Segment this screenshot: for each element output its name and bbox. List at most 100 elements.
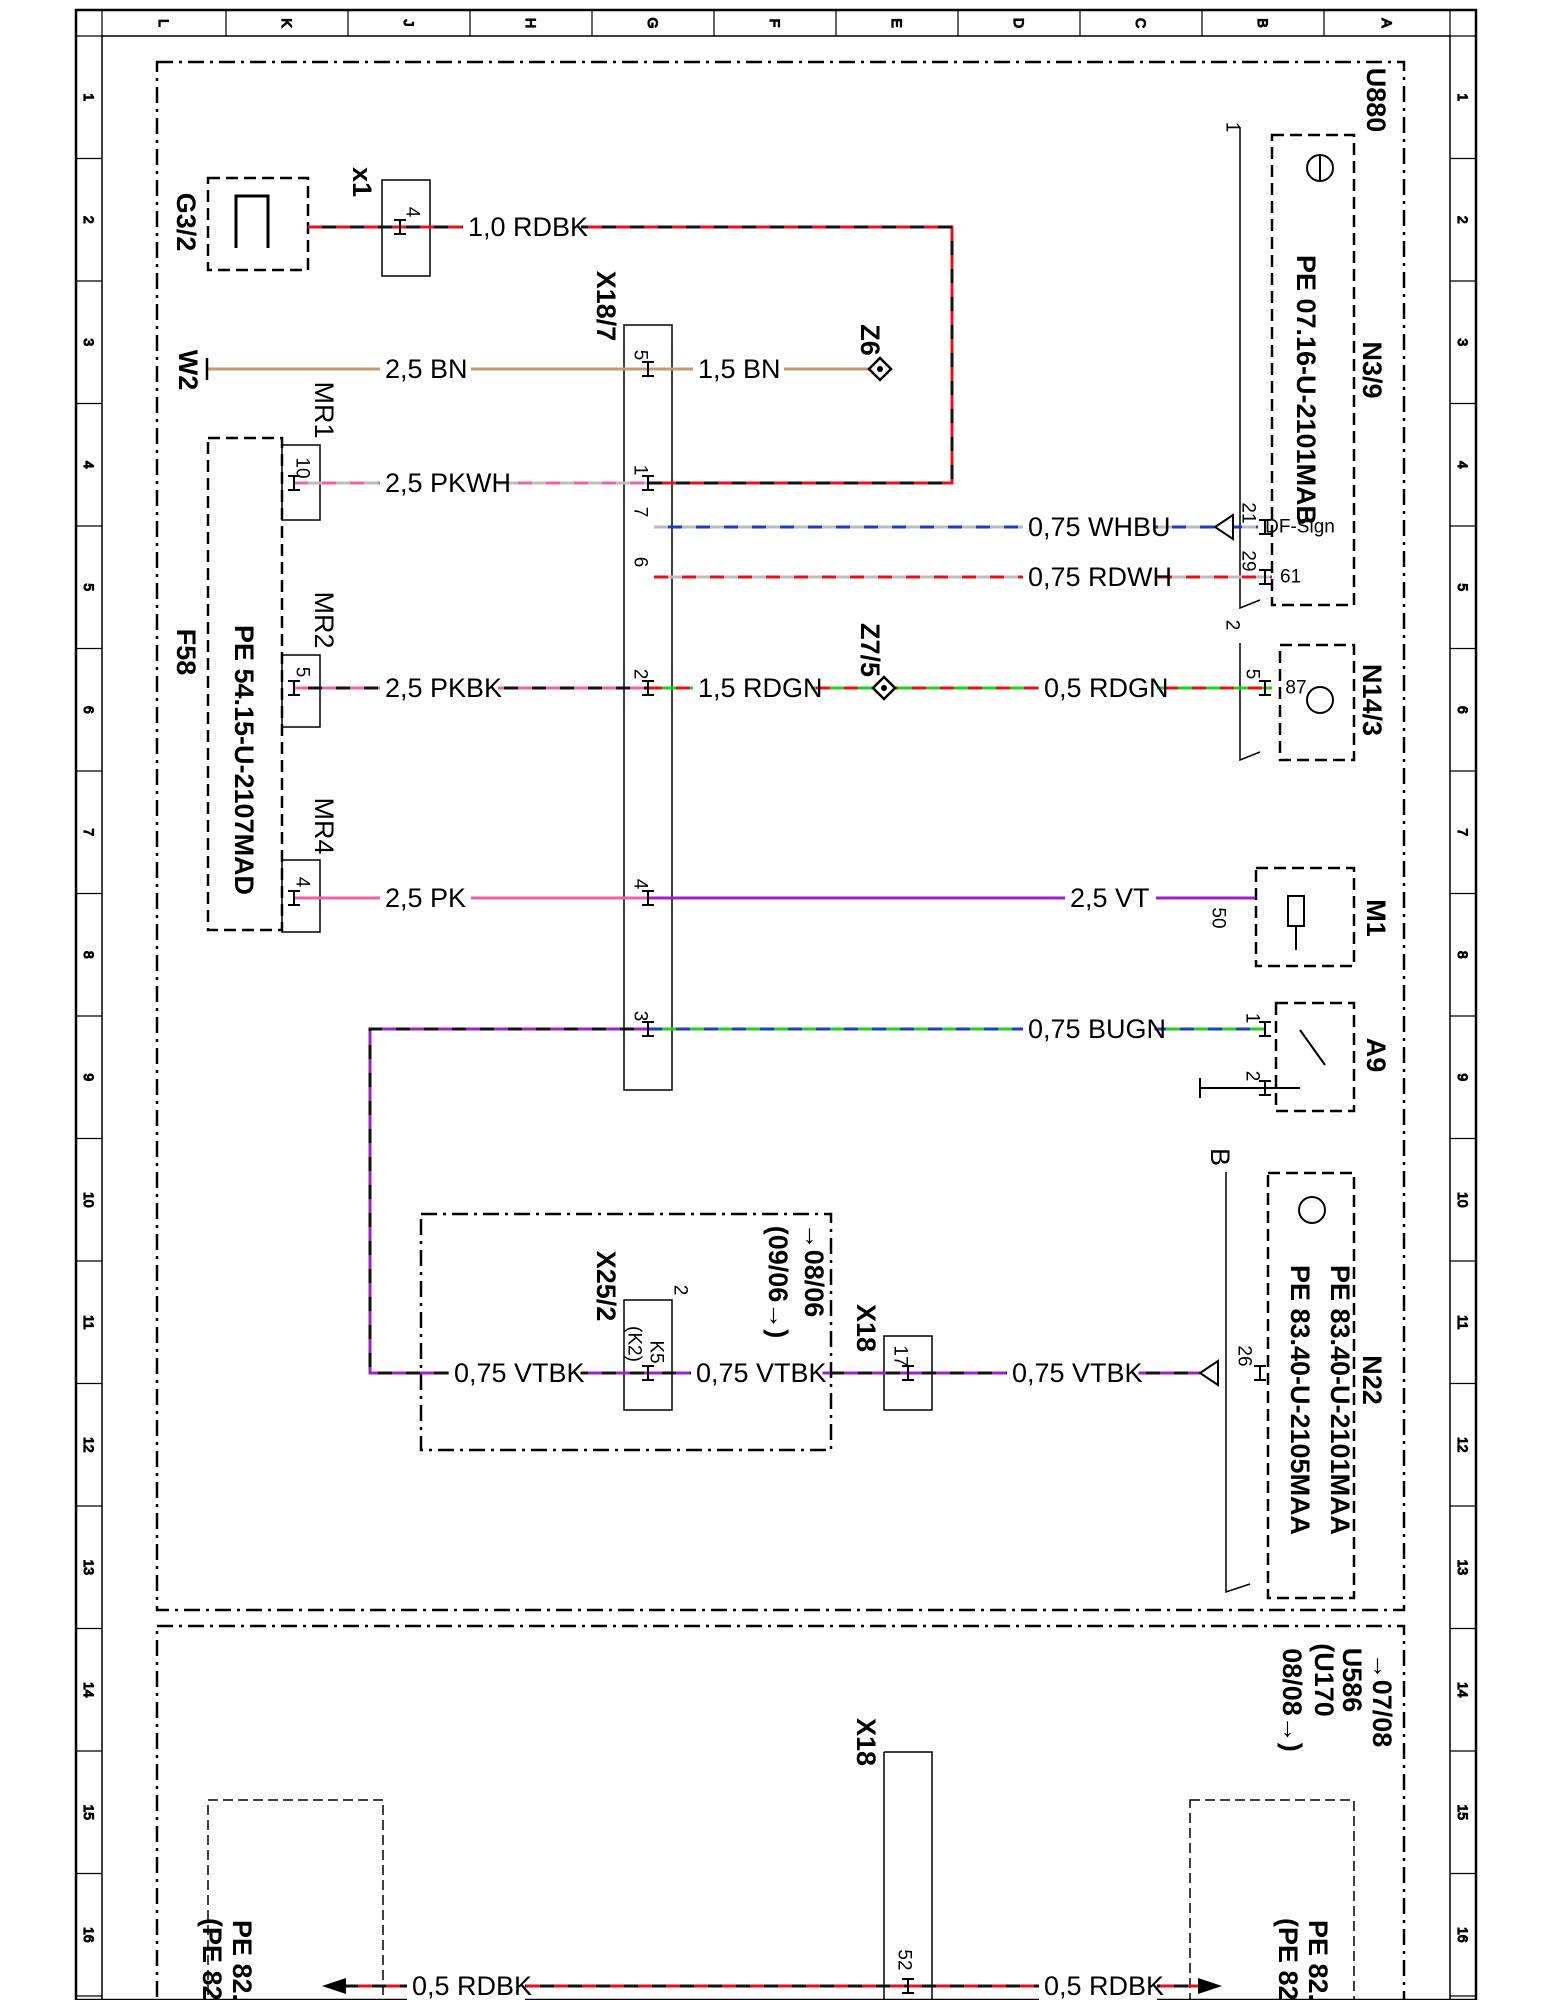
wire-label: 0,5 RDGN [1044, 673, 1169, 703]
label-x1-pin-4: 4 [402, 207, 423, 218]
wire-label: 0,5 RDBK [412, 1971, 532, 2000]
label-g3-2: G3/2 [171, 193, 201, 252]
label-pin-50: 50 [1208, 907, 1229, 928]
component-g3-2[interactable] [206, 176, 310, 272]
row-number: 1 [1455, 93, 1471, 101]
label-k2: (K2) [624, 1326, 645, 1362]
component-n3-9[interactable] [1239, 127, 1356, 610]
label-lower-u170: (U170 [1309, 1643, 1339, 1717]
label-mr4: MR4 [309, 797, 339, 854]
label-mr1: MR1 [309, 381, 339, 438]
pin-contact-icon [642, 1021, 654, 1037]
wire-w2-to-x18-7-pin5[interactable]: 2,5 BN [207, 353, 648, 385]
component-lower-left[interactable] [207, 1799, 384, 2000]
row-number: 11 [81, 1315, 97, 1330]
column-letter: D [1011, 18, 1027, 28]
wire-x18-7-pin2-to-z7-5[interactable]: 1,5 RDGN [648, 672, 884, 704]
row-number: 16 [1455, 1927, 1471, 1943]
label-box-date2: (09/06→) [763, 1226, 793, 1339]
label-lower-left-pe1: PE 82.64-U [227, 1920, 257, 2000]
wire-lower-left-to-x18-pin52[interactable]: 0,5 RDBK [330, 1970, 908, 2000]
component-f58[interactable] [206, 436, 321, 933]
label-pin-87: 87 [1285, 678, 1306, 699]
row-number: 9 [81, 1073, 97, 1081]
section-box-upper [155, 60, 1406, 1612]
row-number: 5 [1455, 583, 1471, 591]
row-number: 15 [1455, 1804, 1471, 1820]
wire-label: 2,5 VT [1070, 883, 1150, 913]
wire-label: 1,5 BN [698, 354, 781, 384]
pin-contact-icon [1259, 680, 1271, 696]
label-x25-2: X25/2 [591, 1251, 621, 1322]
pin-contact-icon [1259, 1080, 1271, 1096]
section-boxes [155, 60, 1406, 2000]
label-lower-right-pe1: PE 82.00 [1303, 1920, 1333, 2000]
signal-arrow-icon [1198, 1359, 1219, 1387]
wire-g3-2-to-x18-7-pin1[interactable]: 1,0 RDBK [308, 211, 954, 485]
label-pin-29: 29 [1238, 550, 1259, 571]
wire-x18-7-pin7-to-n3-9-pin21[interactable]: 0,75 WHBU [654, 511, 1258, 543]
wire-x18-7-pin3-to-a9-pin1[interactable]: 0,75 BUGN [648, 1013, 1265, 1045]
label-n3-9: N3/9 [1357, 341, 1387, 398]
row-number: 13 [1455, 1559, 1471, 1575]
row-number: 5 [81, 583, 97, 591]
wire-x18-pin52-to-lower-right[interactable]: 0,5 RDBK [908, 1970, 1210, 2000]
column-letter: F [767, 19, 783, 28]
row-number: 13 [81, 1559, 97, 1575]
connector-x25-2[interactable] [623, 1299, 673, 1411]
column-letter: E [889, 18, 905, 27]
wire-x18-7-pin4-to-m1-pin50[interactable]: 2,5 VT [648, 882, 1255, 914]
row-number: 9 [1455, 1073, 1471, 1081]
row-number: 15 [81, 1804, 97, 1820]
component-n22[interactable] [1225, 1171, 1356, 1600]
wire-label: 2,5 BN [385, 354, 468, 384]
label-lower-u586: U586 [1337, 1648, 1367, 1713]
label-x18-7-pin-5: 5 [630, 350, 651, 361]
wire-f58-mr2-to-x18-7-pin2[interactable]: 2,5 PKBK [294, 672, 648, 704]
label-m1: M1 [1361, 899, 1391, 937]
wire-f58-mr4-to-x18-7-pin4[interactable]: 2,5 PK [294, 882, 648, 914]
section-box-lower [155, 1624, 1406, 2000]
wire-x18-pin17-to-n22-pin26[interactable]: 0,75 VTBK [908, 1357, 1215, 1389]
wire-z7-5-to-n14-3-pin5[interactable]: 0,5 RDGN [884, 672, 1272, 704]
label-n14-3: N14/3 [1357, 664, 1387, 736]
wire-x18-7-pin3-to-x25-2[interactable]: 0,75 VTBK [368, 1027, 648, 1389]
wire-f58-mr1-to-x18-7-pin1[interactable]: 2,5 PKWH [294, 467, 648, 499]
wire-markers [205, 219, 1271, 1994]
label-lower-date1: →07/08 [1367, 1653, 1397, 1748]
row-number: 2 [81, 216, 97, 224]
component-lower-right[interactable] [1189, 1799, 1355, 2000]
label-a9: A9 [1361, 1038, 1391, 1073]
wire-x18-7-pin5-to-z6[interactable]: 1,5 BN [648, 353, 880, 385]
label-mr2-pin: 5 [292, 667, 313, 678]
connector-x18-7[interactable] [623, 324, 673, 1091]
pin-contact-icon [288, 475, 300, 491]
arrow-left-icon [322, 1978, 346, 1994]
row-number: 8 [81, 951, 97, 959]
wire-label: 0,5 RDBK [1044, 1971, 1164, 2000]
label-x18-7-pin-6: 6 [630, 557, 651, 568]
component-a9[interactable] [1199, 1001, 1356, 1113]
component-n14-3[interactable] [1239, 643, 1356, 762]
pin-contact-icon [1259, 519, 1271, 535]
label-lower-date2: 08/08→) [1277, 1648, 1307, 1752]
wire-x18-7-pin6-to-n3-9-pin29[interactable]: 0,75 RDWH [654, 561, 1272, 593]
wire-x25-2-to-x18-pin17[interactable]: 0,75 VTBK [648, 1357, 908, 1389]
label-mr2: MR2 [309, 591, 339, 648]
label-pin-52: 52 [894, 1949, 915, 1970]
row-number: 14 [1455, 1682, 1471, 1698]
pin-contact-icon [1254, 1365, 1266, 1381]
sheet-frame [74, 8, 1478, 2000]
component-m1[interactable] [1254, 866, 1356, 968]
row-number: 6 [81, 706, 97, 714]
row-number: 2 [1455, 216, 1471, 224]
row-number: 3 [1455, 338, 1471, 346]
row-number: 14 [81, 1682, 97, 1698]
label-x18-b: X18 [851, 1718, 881, 1766]
connector-x18-lower[interactable] [883, 1751, 933, 2000]
label-x1: x1 [347, 167, 377, 197]
